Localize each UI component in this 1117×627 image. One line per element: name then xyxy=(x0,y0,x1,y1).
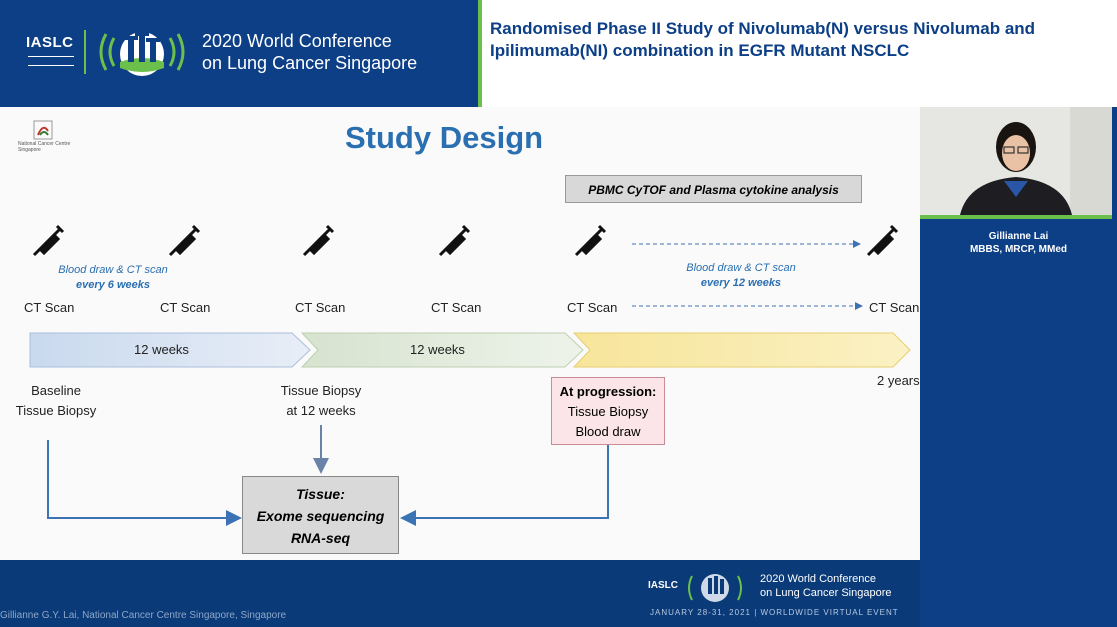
timeline-phase-2 xyxy=(300,332,584,368)
speaker-name-card: Gillianne Lai MBBS, MRCP, MMed xyxy=(920,230,1117,256)
speaker-avatar xyxy=(920,107,1112,215)
slide-footer: IASLC 2020 World Conference on Lung Canc… xyxy=(0,560,920,627)
conference-banner: IASLC 2020 World Conference on Lung Canc… xyxy=(0,0,482,107)
biopsy-12-weeks-label: Tissue Biopsy at 12 weeks xyxy=(280,383,362,418)
blood-draw-12-weeks: Blood draw & CT scan every 12 weeks xyxy=(686,262,796,289)
conference-title: 2020 World Conference on Lung Cancer Sin… xyxy=(202,31,418,73)
footer-logo-icon xyxy=(688,574,742,602)
syringe-icon xyxy=(438,224,471,257)
phase-1-duration: 12 weeks xyxy=(134,342,189,357)
nccs-logo-text: National Cancer Centre Singapore xyxy=(18,141,71,153)
two-years-label: 2 years xyxy=(877,373,920,388)
ct-scan-label: CT Scan xyxy=(295,300,346,315)
speaker-video[interactable] xyxy=(920,107,1112,219)
speaker-name: Gillianne Lai xyxy=(988,231,1049,242)
footer-conference-logo: IASLC 2020 World Conference on Lung Canc… xyxy=(648,568,908,612)
ct-scan-label: CT Scan xyxy=(431,300,482,315)
syringe-icon xyxy=(32,224,65,257)
conference-logo-icon xyxy=(99,32,185,76)
timeline-phase-1 xyxy=(29,332,311,368)
syringe-icon xyxy=(866,224,899,257)
baseline-label: Baseline Tissue Biopsy xyxy=(15,383,97,418)
presenter-affiliation: Gillianne G.Y. Lai, National Cancer Cent… xyxy=(0,610,287,621)
ct-scan-label: CT Scan xyxy=(160,300,211,315)
syringe-icon xyxy=(302,224,335,257)
phase-2-duration: 12 weeks xyxy=(410,342,465,357)
tissue-analysis-box: Tissue: Exome sequencing RNA-seq xyxy=(242,476,399,554)
pbmc-analysis-box: PBMC CyTOF and Plasma cytokine analysis xyxy=(565,175,862,203)
iaslc-logo: IASLC xyxy=(26,34,74,51)
progression-connector xyxy=(400,445,609,526)
study-title: Randomised Phase II Study of Nivolumab(N… xyxy=(490,19,1036,60)
ct-scan-label: CT Scan xyxy=(24,300,75,315)
speaker-credentials: MBBS, MRCP, MMed xyxy=(969,244,1068,255)
iaslc-logo-mark xyxy=(28,56,74,66)
presentation-slide: National Cancer Centre Singapore Study D… xyxy=(0,107,920,560)
event-dates: JANUARY 28-31, 2021 | WORLDWIDE VIRTUAL … xyxy=(650,608,899,617)
slide-title: Study Design xyxy=(345,120,544,155)
progression-box: At progression: Tissue Biopsy Blood draw xyxy=(551,377,665,445)
syringe-icon xyxy=(574,224,607,257)
ct-scan-label: CT Scan xyxy=(869,300,920,315)
ct-scan-label: CT Scan xyxy=(567,300,618,315)
nccs-logo-icon xyxy=(33,120,53,140)
conference-header: IASLC 2020 World Conference on Lung Canc… xyxy=(0,0,1117,107)
blood-draw-6-weeks: Blood draw & CT scan every 6 weeks xyxy=(58,264,168,291)
syringe-icon xyxy=(168,224,201,257)
baseline-connector xyxy=(47,440,242,526)
divider xyxy=(84,30,86,74)
timeline-diagram xyxy=(29,240,911,526)
timeline-phase-3 xyxy=(572,332,911,368)
